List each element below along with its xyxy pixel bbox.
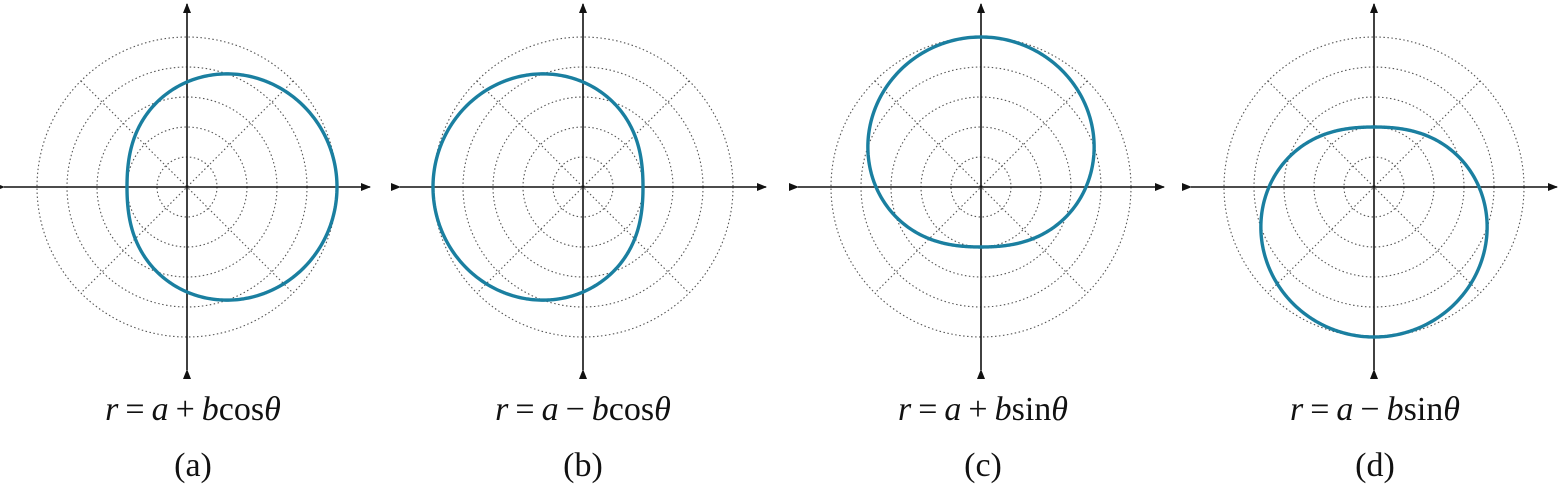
limacon-curve: [866, 35, 1096, 249]
polar-plot-d: [1182, 3, 1558, 379]
equation-c: r=a+bsinθ: [898, 391, 1068, 428]
polar-plot-c: [789, 3, 1165, 379]
polar-plot-a: [0, 3, 371, 379]
label-d: (d): [1355, 447, 1395, 484]
polar-plot-b: [391, 3, 767, 379]
limacon-curve: [431, 72, 645, 302]
limacon-curve: [1259, 125, 1489, 339]
equation-a: r=a+bcosθ: [105, 391, 281, 428]
label-b: (b): [563, 447, 603, 484]
equation-d: r=a−bsinθ: [1290, 391, 1460, 428]
limacon-curve: [125, 72, 339, 302]
equation-b: r=a−bcosθ: [495, 391, 671, 428]
label-c: (c): [964, 447, 1002, 484]
label-a: (a): [174, 447, 212, 484]
